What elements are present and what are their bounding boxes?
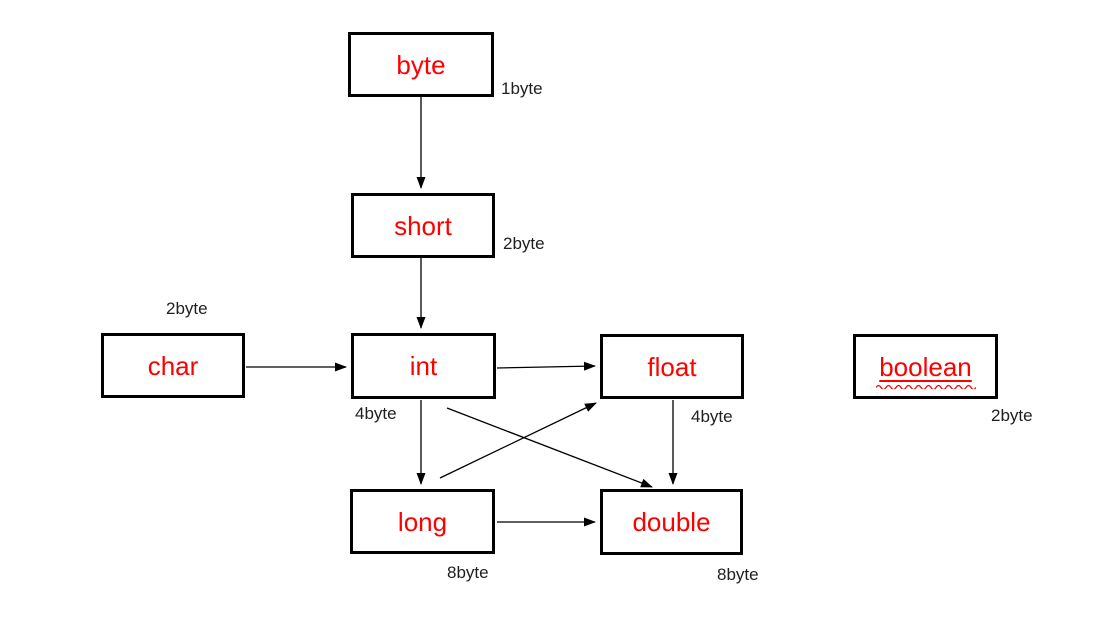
node-byte: byte xyxy=(348,32,494,97)
node-int: int xyxy=(351,333,496,399)
type-label-float: float xyxy=(647,351,697,382)
type-label-double: double xyxy=(632,507,711,537)
size-label-int: 4byte xyxy=(355,404,397,423)
size-label-long: 8byte xyxy=(447,563,489,582)
type-label-short: short xyxy=(394,210,452,241)
type-label-int: int xyxy=(409,351,438,381)
size-label-boolean: 2byte xyxy=(991,406,1033,425)
node-char: char xyxy=(101,333,245,398)
size-label-short: 2byte xyxy=(503,234,545,253)
edge-int-float-arrow xyxy=(496,361,596,371)
edge-long-float-arrow xyxy=(439,402,597,479)
node-short: short xyxy=(351,193,495,258)
type-label-boolean: boolean xyxy=(879,351,972,382)
size-label-char: 2byte xyxy=(166,299,208,318)
type-label-byte: byte xyxy=(396,49,446,80)
edge-int-double-arrow xyxy=(446,407,653,488)
node-float: float xyxy=(600,334,744,399)
node-long: long xyxy=(350,489,495,554)
type-label-long: long xyxy=(397,506,448,537)
size-label-double: 8byte xyxy=(717,565,759,584)
size-label-byte: 1byte xyxy=(501,79,543,98)
node-boolean: boolean xyxy=(853,334,998,399)
spellcheck-squiggle-icon xyxy=(875,384,976,389)
size-label-float: 4byte xyxy=(691,407,733,426)
node-double: double xyxy=(600,489,743,555)
type-label-char: char xyxy=(147,350,199,381)
